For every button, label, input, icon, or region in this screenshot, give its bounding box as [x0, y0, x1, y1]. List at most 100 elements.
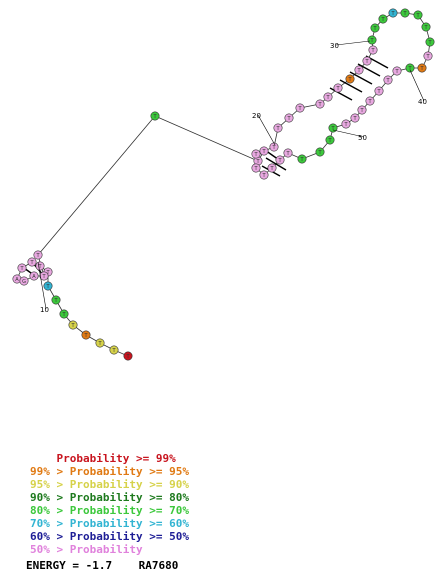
- nucleotide-node: T: [421, 22, 431, 32]
- svg-text:T: T: [70, 323, 75, 329]
- nucleotide-node: T: [295, 103, 305, 113]
- svg-text:T: T: [370, 48, 375, 54]
- position-label: 10: [40, 306, 49, 314]
- nucleotide-node: T: [273, 123, 283, 133]
- energy-readout: ENERGY = -1.7 RA7680: [26, 559, 179, 572]
- svg-text:T: T: [61, 312, 66, 318]
- svg-text:T: T: [335, 86, 340, 92]
- nucleotide-node: T: [354, 65, 364, 75]
- nucleotide-node: T: [275, 155, 285, 165]
- svg-text:T: T: [423, 25, 428, 31]
- nucleotide-node: T: [388, 8, 398, 18]
- nucleotide-node: G: [19, 276, 29, 286]
- svg-text:T: T: [372, 26, 377, 32]
- svg-text:T: T: [352, 116, 357, 122]
- position-pointer: [409, 69, 425, 102]
- svg-text:T: T: [327, 138, 332, 144]
- svg-text:T: T: [97, 341, 102, 347]
- base-pair-line: [329, 87, 353, 101]
- nucleotide-node: T: [27, 257, 37, 267]
- nucleotide-node: T: [365, 96, 375, 106]
- svg-text:T: T: [419, 66, 424, 72]
- nucleotide-node: T: [328, 123, 338, 133]
- nucleotide-node: T: [51, 295, 61, 305]
- svg-text:T: T: [41, 274, 46, 280]
- nucleotide-node: T: [417, 63, 427, 73]
- nucleotide-node: T: [284, 113, 294, 123]
- nucleotide-node: T: [17, 263, 27, 273]
- base-pair-line: [265, 157, 287, 171]
- svg-text:T: T: [253, 166, 258, 172]
- position-pointer: [37, 261, 47, 310]
- nucleotide-node: T: [341, 119, 351, 129]
- nucleotide-node: T: [95, 338, 105, 348]
- nucleotide-node: T: [400, 8, 410, 18]
- nucleotide-node: T: [39, 271, 49, 281]
- nucleotide-node: T: [413, 10, 423, 20]
- position-label: 50: [358, 134, 367, 142]
- svg-text:T: T: [285, 151, 290, 157]
- position-label: 20: [252, 112, 261, 120]
- svg-text:T: T: [390, 11, 395, 17]
- svg-text:T: T: [261, 173, 266, 179]
- svg-text:T: T: [425, 54, 430, 60]
- nucleotide-node: T: [123, 351, 133, 361]
- nucleotide-node: T: [378, 14, 388, 24]
- svg-text:T: T: [37, 264, 42, 270]
- svg-text:T: T: [317, 102, 322, 108]
- svg-text:T: T: [35, 253, 40, 259]
- svg-text:T: T: [427, 40, 432, 46]
- position-pointer: [335, 40, 371, 46]
- svg-text:T: T: [253, 152, 258, 158]
- svg-text:T: T: [367, 99, 372, 105]
- svg-text:T: T: [152, 114, 157, 120]
- svg-text:T: T: [45, 270, 50, 276]
- base-pair-line: [339, 79, 363, 93]
- nucleotide-node: T: [68, 320, 78, 330]
- nucleotide-node: T: [323, 92, 333, 102]
- nucleotide-node: T: [251, 163, 261, 173]
- position-label: 30: [330, 42, 339, 50]
- svg-text:A: A: [15, 277, 19, 283]
- svg-text:T: T: [359, 108, 364, 114]
- svg-text:T: T: [325, 95, 330, 101]
- nucleotide-node: T: [368, 45, 378, 55]
- nucleotide-node: T: [251, 149, 261, 159]
- svg-text:T: T: [83, 333, 88, 339]
- base-pair-line: [349, 71, 373, 85]
- nucleotide-node: T: [325, 135, 335, 145]
- nucleotide-node: T: [150, 111, 160, 121]
- svg-text:T: T: [415, 13, 420, 19]
- nucleotide-node: A: [29, 271, 39, 281]
- nucleotide-node: T: [425, 37, 435, 47]
- svg-text:T: T: [29, 260, 34, 266]
- svg-text:T: T: [271, 145, 276, 151]
- svg-text:T: T: [299, 157, 304, 163]
- svg-text:T: T: [343, 122, 348, 128]
- nucleotide-node: T: [374, 86, 384, 96]
- svg-text:T: T: [347, 77, 352, 83]
- svg-text:T: T: [286, 116, 291, 122]
- svg-text:T: T: [53, 298, 58, 304]
- svg-text:T: T: [369, 38, 374, 44]
- nucleotide-node: T: [370, 23, 380, 33]
- svg-text:T: T: [380, 17, 385, 23]
- nucleotide-node: T: [259, 146, 269, 156]
- nucleotide-node: T: [362, 56, 372, 66]
- svg-text:A: A: [32, 274, 36, 280]
- nucleotide-node: T: [345, 74, 355, 84]
- svg-text:T: T: [125, 354, 130, 360]
- nucleotide-node: T: [315, 99, 325, 109]
- nucleotide-node: T: [357, 105, 367, 115]
- svg-text:T: T: [261, 149, 266, 155]
- nucleotide-node: A: [12, 274, 22, 284]
- nucleotide-node: T: [81, 330, 91, 340]
- svg-text:T: T: [364, 59, 369, 65]
- nucleotide-node: T: [350, 113, 360, 123]
- svg-text:T: T: [356, 68, 361, 74]
- svg-text:T: T: [111, 348, 116, 354]
- position-pointer: [257, 114, 276, 146]
- svg-text:T: T: [376, 89, 381, 95]
- nucleotide-node: T: [405, 63, 415, 73]
